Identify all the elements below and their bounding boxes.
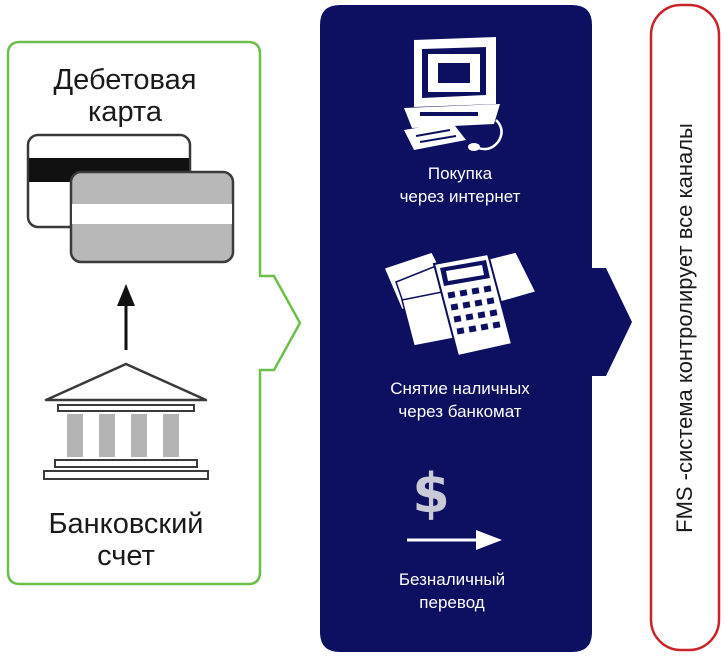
bank-building-icon	[43, 362, 209, 480]
debit-card-label-line1: Дебетовая	[53, 64, 197, 96]
channel-transfer-label: Безналичный перевод	[332, 569, 572, 615]
channel-atm-line2: через банкомат	[398, 401, 522, 421]
fms-panel-text: FMS -система контролирует все каналы	[672, 122, 697, 533]
channel-transfer-line1: Безналичный	[398, 570, 506, 589]
debit-card-label-line2: карта	[87, 96, 163, 129]
computer-icon	[404, 37, 503, 151]
bank-account-label-line1: Банковский	[48, 508, 204, 540]
channel-internet-line1: Покупка	[427, 164, 493, 183]
channel-atm-label: Снятие наличных через банкомат	[340, 378, 580, 424]
channel-transfer-line2: перевод	[419, 592, 485, 612]
up-arrow-icon	[117, 284, 135, 350]
channel-internet-label: Покупка через интернет	[340, 163, 580, 209]
bank-account-label-line2: счет	[97, 540, 155, 573]
fms-panel-outline	[649, 3, 721, 652]
calculator-money-icon	[382, 251, 538, 358]
svg-text:$: $	[412, 462, 450, 525]
dollar-transfer-icon: $	[407, 462, 502, 550]
channel-atm-line1: Снятие наличных	[390, 379, 530, 398]
bank-account-label: Банковский счет	[20, 508, 232, 573]
debit-card-icon	[26, 133, 235, 264]
debit-card-label: Дебетовая карта	[20, 64, 230, 129]
channel-internet-line2: через интернет	[399, 186, 521, 206]
fms-panel: FMS -система контролирует все каналы	[651, 5, 719, 650]
